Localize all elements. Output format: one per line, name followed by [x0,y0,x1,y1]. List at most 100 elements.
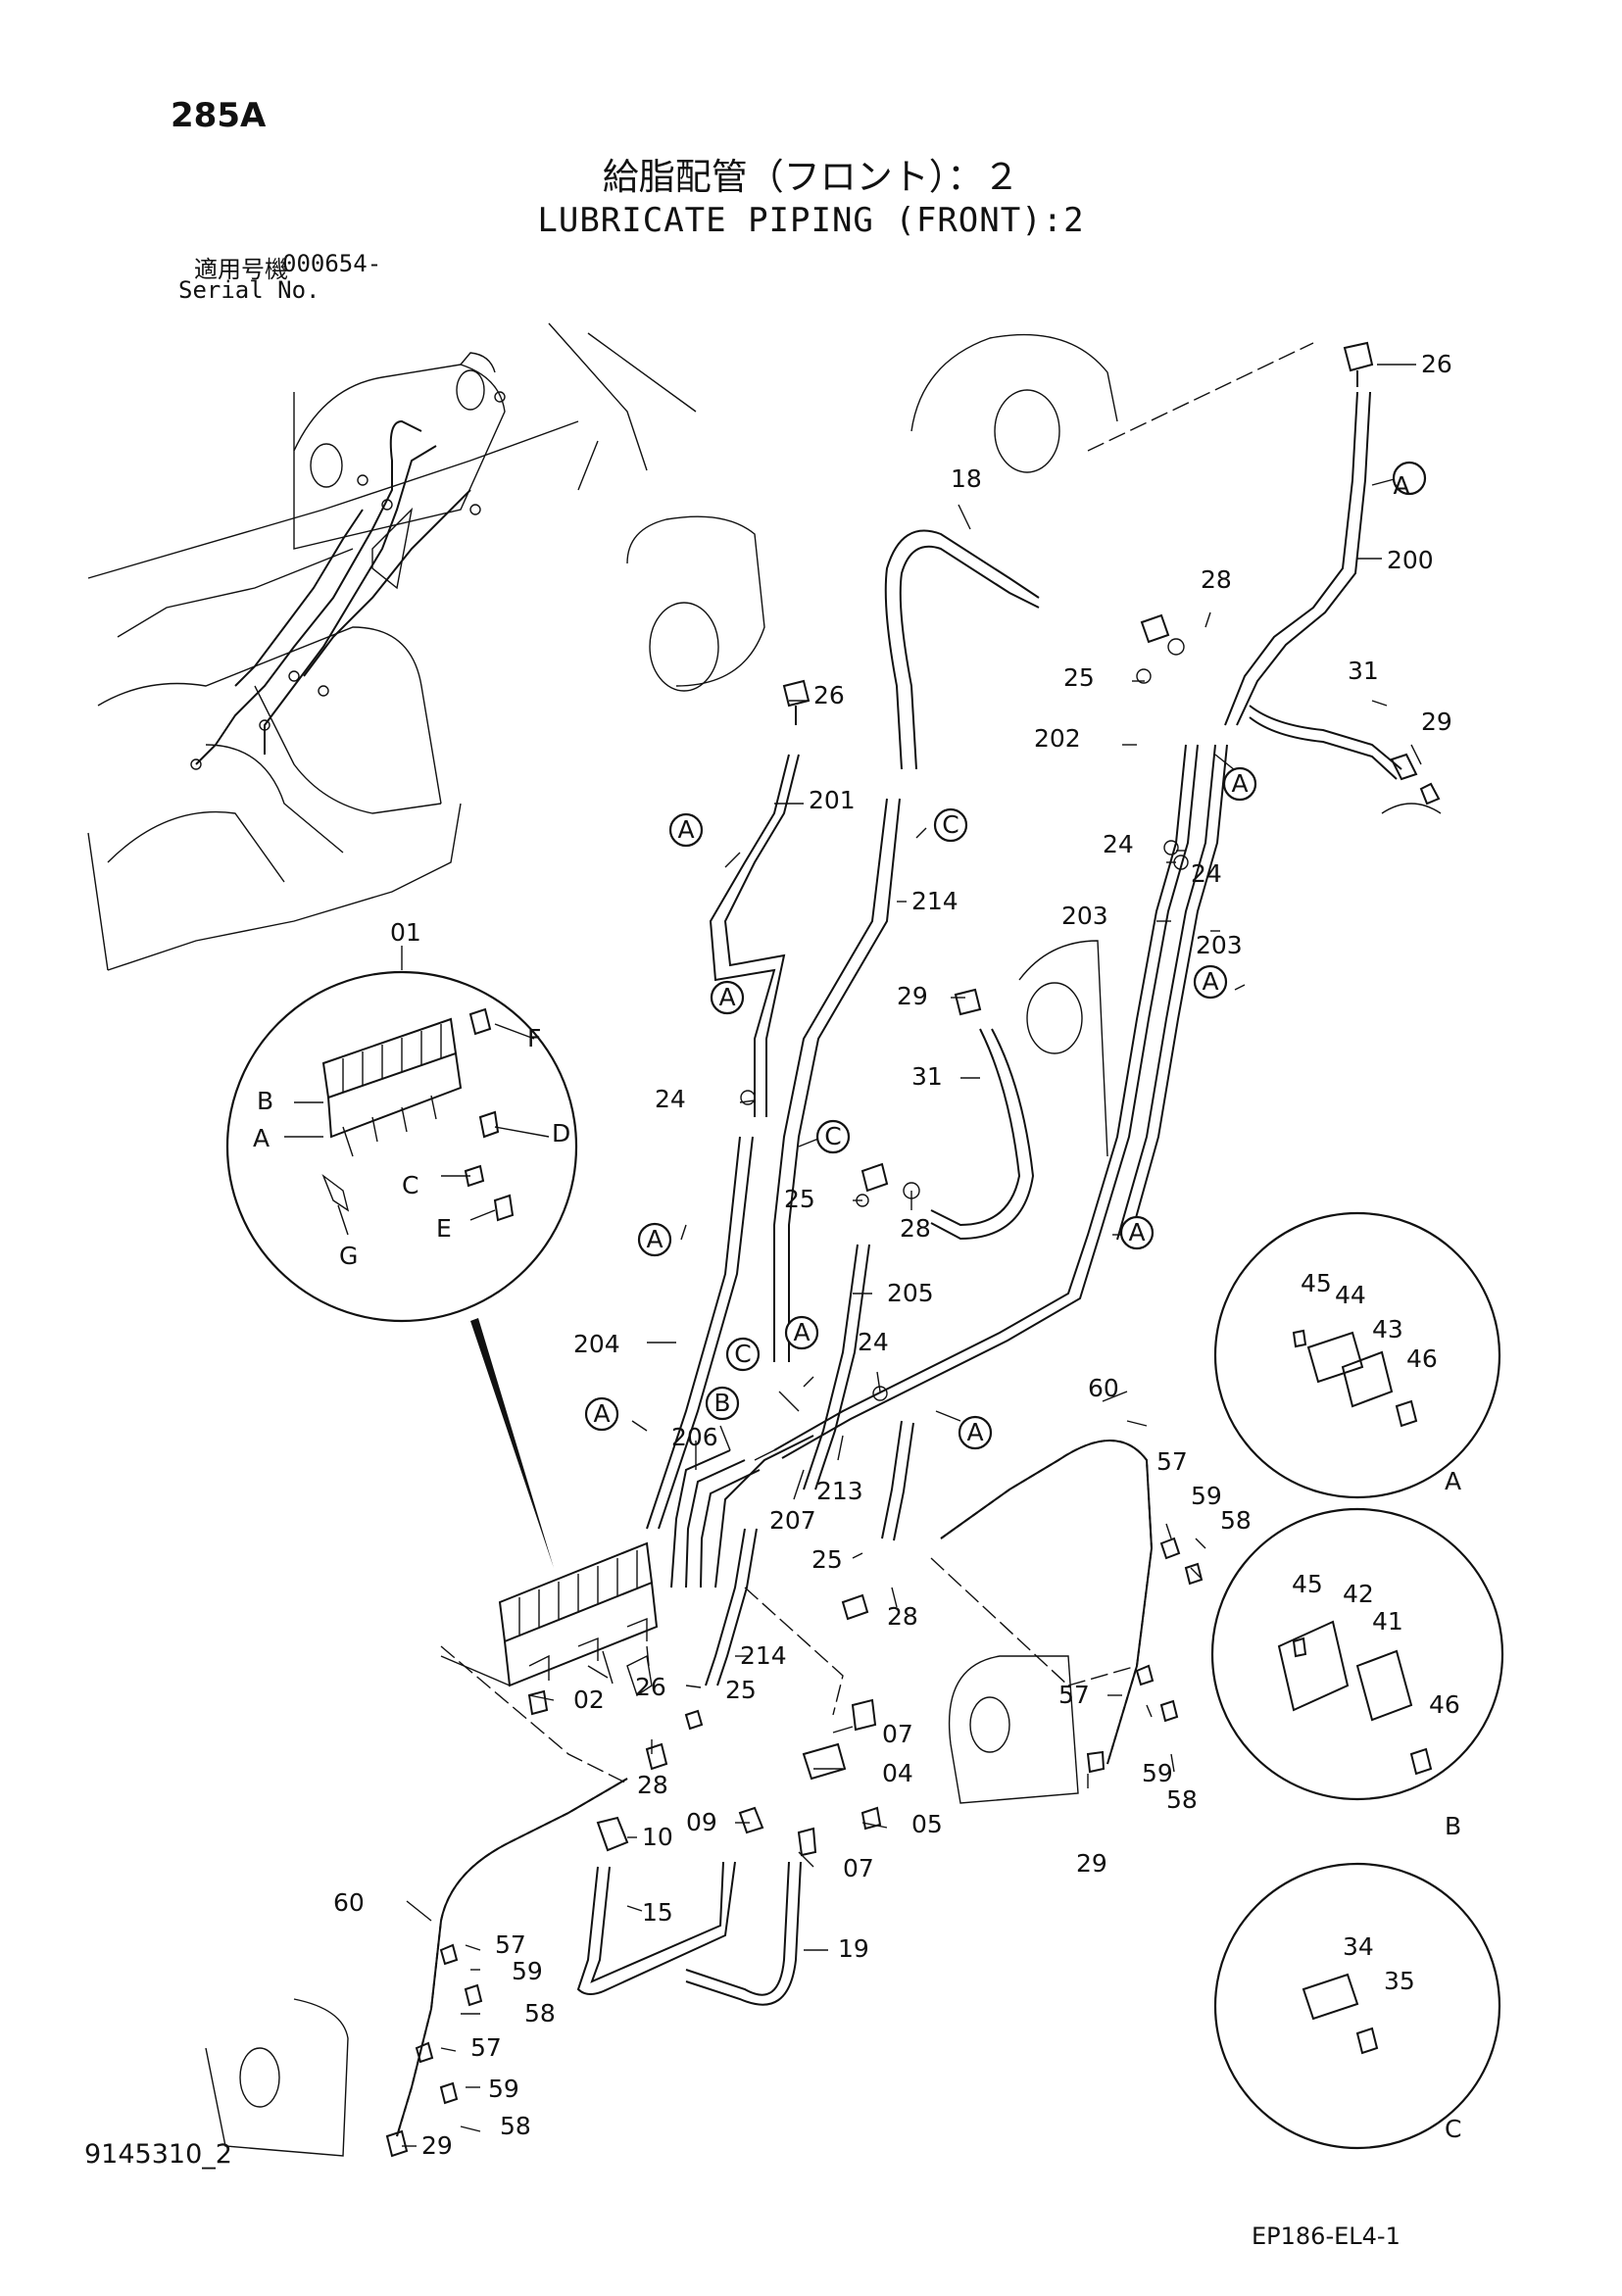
callout-24: 24 [655,1085,686,1113]
callout-57: 57 [495,1930,526,1959]
detail-C-part-34: 34 [1343,1932,1374,1961]
callout-26: 26 [1421,350,1452,378]
callout-15: 15 [642,1898,673,1927]
callout-29: 29 [1076,1849,1107,1878]
detail-B-part-42: 42 [1343,1580,1374,1608]
serial-label-japanese: 適用号機 [194,256,288,283]
leader-lines [402,364,1422,2147]
callout-07: 07 [882,1720,913,1748]
callout-58: 58 [1220,1506,1252,1535]
detail-B [1210,1507,1504,1801]
callout-204: 204 [573,1330,620,1358]
callout-24: 24 [1191,859,1222,888]
callout-04: 04 [882,1759,913,1787]
callout-24: 24 [1103,830,1134,858]
machine-outlines [205,333,1442,2157]
detail-01-label: 01 [390,918,421,947]
callout-200: 200 [1387,546,1434,574]
detail-01-letter-C: C [402,1171,418,1199]
callout-60: 60 [1088,1374,1119,1402]
callout-205: 205 [887,1279,934,1307]
detail-01-letter-B: B [257,1087,273,1115]
detail-01-letter-D: D [552,1119,570,1148]
detail-B-part-41: 41 [1372,1607,1403,1636]
callout-A: A [646,1225,663,1253]
callout-A: A [1231,769,1248,798]
callout-26: 26 [635,1673,666,1701]
callout-31: 31 [1348,657,1379,685]
detail-labels: 01 B A C D E F G 45 44 43 46 A 45 42 41 … [253,918,1461,2143]
detail-01-letter-F: F [527,1024,541,1052]
callout-60: 60 [333,1888,365,1917]
detail-01-letter-E: E [436,1214,452,1243]
detail-C [1213,1862,1501,2150]
detail-A [1213,1211,1501,1499]
page-code: 285A [171,96,267,135]
callout-19: 19 [838,1934,869,1963]
drawing-number: 9145310_2 [84,2139,232,2170]
callout-25: 25 [725,1676,757,1704]
callout-203: 203 [1196,931,1243,959]
callout-213: 213 [816,1477,863,1505]
callout-09: 09 [686,1808,717,1836]
detail-A-part-43: 43 [1372,1315,1403,1343]
figure-code: EP186-EL4-1 [1252,2223,1401,2250]
callout-A: A [966,1418,983,1446]
callout-58: 58 [1166,1785,1198,1814]
serial-label-english: Serial No. [178,276,320,304]
circled-tags [584,461,1427,1450]
detail-A-tag: A [1445,1467,1461,1495]
callout-C: C [824,1122,841,1150]
callout-59: 59 [512,1957,543,1985]
callout-05: 05 [911,1810,943,1838]
callout-A: A [593,1399,610,1428]
callout-A: A [1393,471,1409,500]
callout-02: 02 [573,1685,605,1714]
serial-number: 000654- [282,250,382,277]
detail-C-tag: C [1445,2115,1461,2143]
callout-25: 25 [811,1545,843,1574]
callout-57: 57 [1156,1447,1188,1476]
callout-57: 57 [1058,1681,1090,1709]
callout-31: 31 [911,1062,943,1091]
callout-59: 59 [488,2075,519,2103]
detail-A-part-45: 45 [1301,1269,1332,1297]
detail-A-part-44: 44 [1335,1281,1366,1309]
callout-A: A [718,983,735,1011]
callout-29: 29 [1421,708,1452,736]
callout-25: 25 [784,1185,815,1213]
callout-28: 28 [637,1771,668,1799]
title-english: LUBRICATE PIPING (FRONT):2 [537,201,1085,240]
callout-A: A [677,815,694,844]
callout-18: 18 [951,464,982,493]
callout-A: A [793,1318,810,1346]
callout-59: 59 [1142,1759,1173,1787]
callout-201: 201 [809,786,856,814]
callout-labels: 26 A 200 18 28 25 31 29 202 A 26 201 A C… [333,350,1452,2160]
detail-01-letter-A: A [253,1124,270,1152]
callout-58: 58 [524,1999,556,2027]
callout-A: A [1202,967,1218,996]
title-japanese: 給脂配管（フロント）：２ [602,156,1020,198]
callout-206: 206 [671,1423,718,1451]
callout-57: 57 [470,2033,502,2062]
detail-B-part-45: 45 [1292,1570,1323,1598]
callout-10: 10 [642,1823,673,1851]
piping [396,342,1402,2137]
detail-C-part-35: 35 [1384,1967,1415,1995]
callout-214: 214 [740,1641,787,1670]
callout-B: B [713,1389,730,1417]
callout-207: 207 [769,1506,816,1535]
detail-A-part-46: 46 [1406,1344,1438,1373]
lubrication-block [440,1541,659,1697]
callout-29: 29 [421,2131,453,2160]
fittings [385,341,1441,2158]
callout-A: A [1128,1218,1145,1246]
detail-01 [225,946,578,1568]
callout-07: 07 [843,1854,874,1882]
callout-26: 26 [813,681,845,709]
callout-25: 25 [1063,663,1095,692]
callout-59: 59 [1191,1482,1222,1510]
callout-28: 28 [900,1214,931,1243]
